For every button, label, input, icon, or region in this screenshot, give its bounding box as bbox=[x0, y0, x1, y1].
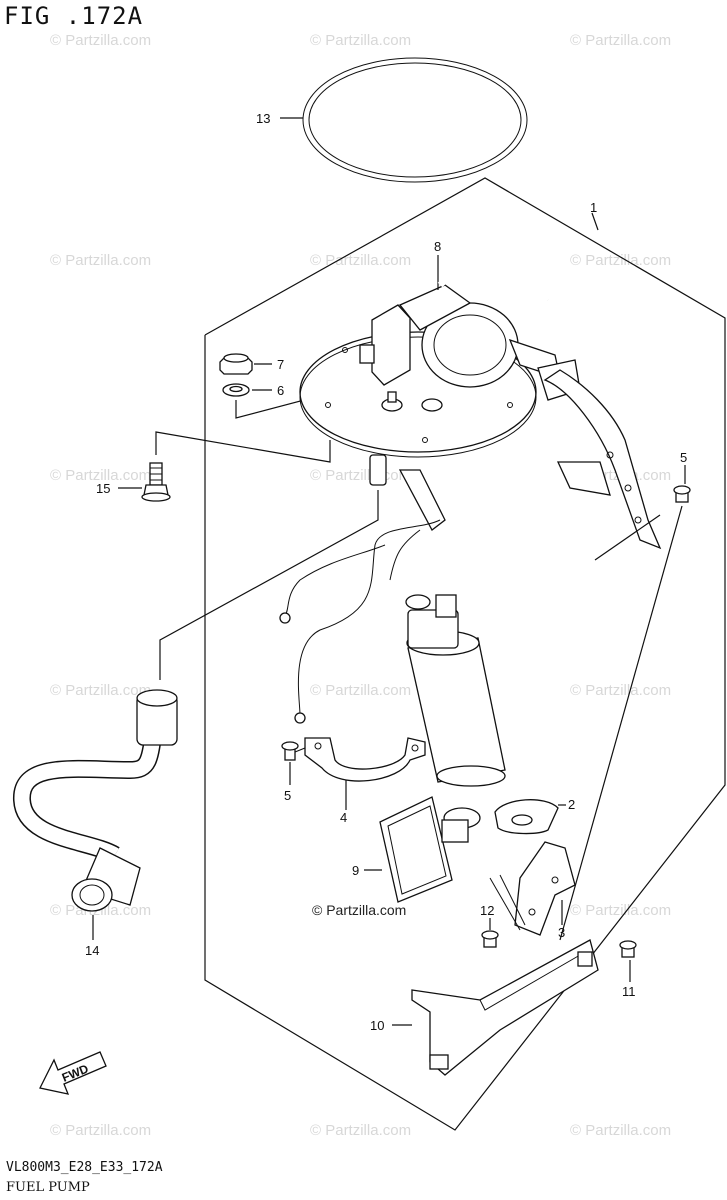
figure-subtitle: FUEL PUMP bbox=[6, 1180, 90, 1195]
pump-clamp-part bbox=[304, 737, 426, 782]
watermark: © Partzilla.com bbox=[50, 32, 151, 49]
watermark: © Partzilla.com bbox=[570, 1122, 671, 1139]
fuel-hose-part bbox=[13, 689, 178, 912]
screw-part bbox=[481, 930, 499, 948]
watermark: © Partzilla.com bbox=[310, 252, 411, 269]
fuel-filter-part bbox=[379, 796, 481, 903]
watermark: © Partzilla.com bbox=[570, 682, 671, 699]
part-number-3: 3 bbox=[558, 925, 565, 940]
bracket-arm bbox=[543, 369, 662, 550]
watermark: © Partzilla.com bbox=[570, 902, 671, 919]
cushion-part bbox=[494, 799, 559, 835]
leader-line bbox=[155, 431, 331, 463]
part-number-10: 10 bbox=[370, 1018, 384, 1033]
fwd-label: FWD bbox=[60, 1061, 91, 1084]
watermark: © Partzilla.com bbox=[50, 467, 151, 484]
part-number-5: 5 bbox=[284, 788, 291, 803]
fuel-pump-part bbox=[405, 594, 506, 787]
watermark: © Partzilla.com bbox=[310, 682, 411, 699]
figure-code: VL800M3_E28_E33_172A bbox=[6, 1160, 163, 1175]
part-number-11: 11 bbox=[622, 984, 636, 999]
watermark: © Partzilla.com bbox=[310, 1122, 411, 1139]
leader-line bbox=[594, 514, 661, 561]
assembly-outline bbox=[204, 177, 726, 1131]
part-number-8: 8 bbox=[434, 239, 441, 254]
bracket-part bbox=[489, 841, 576, 936]
watermark: © Partzilla.com bbox=[50, 1122, 151, 1139]
part-number-12: 12 bbox=[480, 903, 494, 918]
center-watermark: © Partzilla.com bbox=[312, 902, 406, 918]
nut-part bbox=[219, 353, 253, 375]
screw-part bbox=[281, 741, 306, 761]
watermark: © Partzilla.com bbox=[50, 902, 151, 919]
watermark: © Partzilla.com bbox=[570, 32, 671, 49]
part-number-7: 7 bbox=[277, 357, 284, 372]
pump-flange-part bbox=[299, 284, 581, 458]
part-number-9: 9 bbox=[352, 863, 359, 878]
fwd-arrow-icon: FWD bbox=[39, 1051, 107, 1095]
washer-part bbox=[222, 383, 250, 397]
part-number-5: 5 bbox=[680, 450, 687, 465]
figure-title: FIG .172A bbox=[4, 2, 144, 30]
part-number-14: 14 bbox=[85, 943, 99, 958]
leader-line bbox=[159, 490, 379, 680]
watermark: © Partzilla.com bbox=[310, 467, 411, 484]
lower-tray-part bbox=[411, 939, 599, 1076]
watermark: © Partzilla.com bbox=[310, 32, 411, 49]
flange-tubes bbox=[369, 454, 446, 531]
screw-part bbox=[619, 940, 637, 958]
part-number-1: 1 bbox=[590, 200, 597, 215]
part-number-2: 2 bbox=[568, 797, 575, 812]
o-ring-part bbox=[302, 57, 528, 183]
watermark: © Partzilla.com bbox=[50, 682, 151, 699]
watermark: © Partzilla.com bbox=[570, 252, 671, 269]
part-number-13: 13 bbox=[256, 111, 270, 126]
leader-line bbox=[559, 505, 683, 941]
part-number-4: 4 bbox=[340, 810, 347, 825]
bolt-part bbox=[141, 462, 171, 502]
watermark: © Partzilla.com bbox=[50, 252, 151, 269]
part-number-15: 15 bbox=[96, 481, 110, 496]
screw-part bbox=[673, 485, 691, 503]
part-number-6: 6 bbox=[277, 383, 284, 398]
wire-harness bbox=[279, 519, 441, 724]
leader-line bbox=[591, 212, 599, 231]
